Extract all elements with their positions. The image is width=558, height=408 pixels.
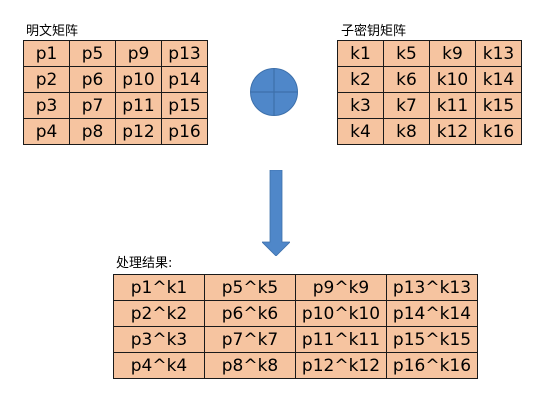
matrix-cell: p8 xyxy=(69,118,116,145)
subkey-matrix: k1 k5 k9 k13 k2 k6 k10 k14 k3 k7 k11 k15… xyxy=(337,40,522,145)
matrix-cell: p4 xyxy=(23,118,70,145)
matrix-cell: k11 xyxy=(429,92,476,119)
matrix-row: p4^k4 p8^k8 p12^k12 p16^k16 xyxy=(113,352,478,379)
matrix-cell: p7^k7 xyxy=(204,326,296,353)
matrix-cell: k4 xyxy=(337,118,384,145)
down-arrow-icon xyxy=(262,170,290,256)
matrix-cell: p13^k13 xyxy=(386,274,478,301)
matrix-cell: p9 xyxy=(115,40,162,67)
matrix-row: p3 p7 p11 p15 xyxy=(23,92,208,119)
matrix-cell: p3^k3 xyxy=(113,326,205,353)
matrix-cell: p1 xyxy=(23,40,70,67)
matrix-cell: p10^k10 xyxy=(295,300,387,327)
matrix-row: k1 k5 k9 k13 xyxy=(337,40,522,67)
matrix-cell: p10 xyxy=(115,66,162,93)
matrix-cell: p16 xyxy=(161,118,208,145)
matrix-cell: k13 xyxy=(475,40,522,67)
matrix-cell: p11 xyxy=(115,92,162,119)
matrix-cell: p8^k8 xyxy=(204,352,296,379)
result-matrix: p1^k1 p5^k5 p9^k9 p13^k13 p2^k2 p6^k6 p1… xyxy=(113,274,478,379)
matrix-cell: k7 xyxy=(383,92,430,119)
matrix-cell: k5 xyxy=(383,40,430,67)
matrix-row: k2 k6 k10 k14 xyxy=(337,66,522,93)
matrix-row: p1 p5 p9 p13 xyxy=(23,40,208,67)
matrix-row: k4 k8 k12 k16 xyxy=(337,118,522,145)
matrix-row: p2^k2 p6^k6 p10^k10 p14^k14 xyxy=(113,300,478,327)
plaintext-matrix-caption: 明文矩阵 xyxy=(26,24,79,39)
matrix-cell: p3 xyxy=(23,92,70,119)
matrix-row: p1^k1 p5^k5 p9^k9 p13^k13 xyxy=(113,274,478,301)
matrix-cell: k8 xyxy=(383,118,430,145)
matrix-cell: k1 xyxy=(337,40,384,67)
matrix-cell: p5 xyxy=(69,40,116,67)
matrix-row: p4 p8 p12 p16 xyxy=(23,118,208,145)
matrix-cell: p9^k9 xyxy=(295,274,387,301)
matrix-cell: p11^k11 xyxy=(295,326,387,353)
matrix-cell: k16 xyxy=(475,118,522,145)
matrix-row: p3^k3 p7^k7 p11^k11 p15^k15 xyxy=(113,326,478,353)
matrix-cell: k12 xyxy=(429,118,476,145)
matrix-cell: k10 xyxy=(429,66,476,93)
matrix-row: p2 p6 p10 p14 xyxy=(23,66,208,93)
matrix-cell: p2 xyxy=(23,66,70,93)
matrix-cell: k14 xyxy=(475,66,522,93)
matrix-cell: p15^k15 xyxy=(386,326,478,353)
matrix-cell: p12 xyxy=(115,118,162,145)
plaintext-matrix: p1 p5 p9 p13 p2 p6 p10 p14 p3 p7 p11 p15… xyxy=(23,40,208,145)
matrix-cell: p2^k2 xyxy=(113,300,205,327)
matrix-cell: p16^k16 xyxy=(386,352,478,379)
matrix-cell: k3 xyxy=(337,92,384,119)
matrix-cell: p7 xyxy=(69,92,116,119)
matrix-cell: p5^k5 xyxy=(204,274,296,301)
matrix-cell: p4^k4 xyxy=(113,352,205,379)
matrix-row: k3 k7 k11 k15 xyxy=(337,92,522,119)
matrix-cell: k2 xyxy=(337,66,384,93)
matrix-cell: p15 xyxy=(161,92,208,119)
matrix-cell: p14^k14 xyxy=(386,300,478,327)
matrix-cell: k9 xyxy=(429,40,476,67)
matrix-cell: p14 xyxy=(161,66,208,93)
matrix-cell: k6 xyxy=(383,66,430,93)
matrix-cell: p6 xyxy=(69,66,116,93)
matrix-cell: p1^k1 xyxy=(113,274,205,301)
matrix-cell: p12^k12 xyxy=(295,352,387,379)
result-matrix-caption: 处理结果: xyxy=(116,256,173,271)
xor-circle-plus-icon xyxy=(250,68,298,116)
matrix-cell: p13 xyxy=(161,40,208,67)
matrix-cell: k15 xyxy=(475,92,522,119)
matrix-cell: p6^k6 xyxy=(204,300,296,327)
subkey-matrix-caption: 子密钥矩阵 xyxy=(341,24,407,39)
